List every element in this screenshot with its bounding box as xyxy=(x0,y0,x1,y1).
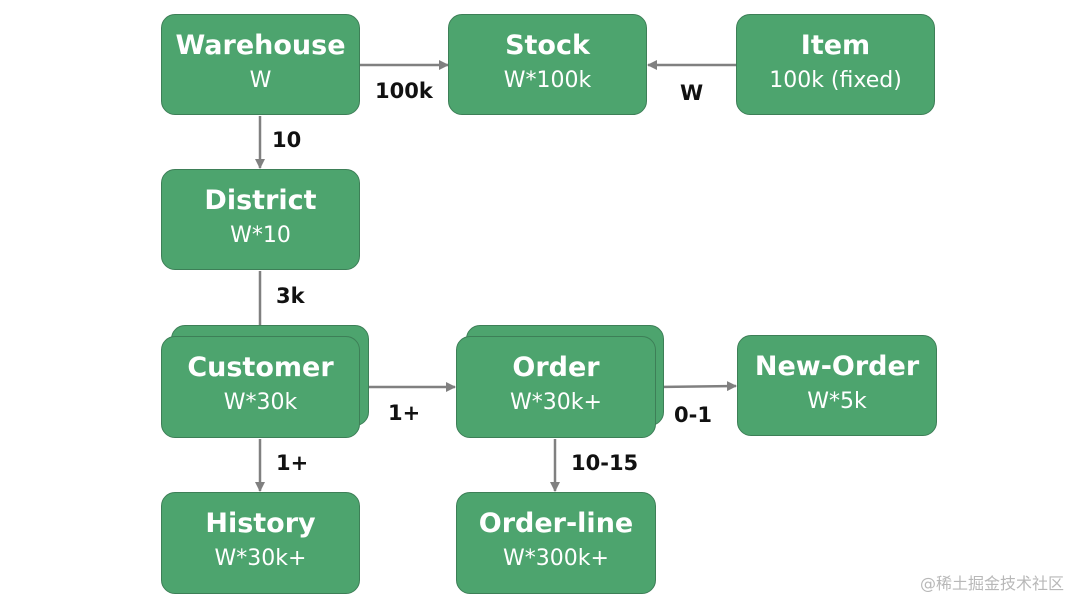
entity-name: New-Order xyxy=(754,351,920,382)
new-order-entity: New-Order W*5k xyxy=(737,335,937,436)
relation-label-district-customer: 3k xyxy=(276,284,305,308)
entity-count: 100k (fixed) xyxy=(769,68,902,93)
entity-name: Order-line xyxy=(478,508,634,539)
stock-entity: Stock W*100k xyxy=(448,14,647,115)
entity-name: Stock xyxy=(505,30,590,61)
watermark-text: @稀土掘金技术社区 xyxy=(919,574,1064,593)
entity-count: W*30k+ xyxy=(510,390,602,415)
entity-name: Warehouse xyxy=(175,30,346,61)
relation-label-order-order-line: 10-15 xyxy=(571,451,639,475)
entity-name: Customer xyxy=(187,352,334,383)
entity-name: District xyxy=(204,185,317,216)
entity-count: W*30k+ xyxy=(214,546,307,571)
relation-label-warehouse-stock: 100k xyxy=(375,79,433,103)
entity-count: W*30k xyxy=(223,390,298,415)
arrow-order-new-order xyxy=(656,381,737,392)
relation-label-item-stock: W xyxy=(680,81,704,105)
relation-label-customer-history: 1+ xyxy=(276,451,309,475)
entity-name: History xyxy=(205,508,316,539)
relation-label-warehouse-district: 10 xyxy=(272,128,302,152)
relation-label-order-new-order: 0-1 xyxy=(674,403,712,427)
entity-count: W*100k xyxy=(503,68,592,93)
relation-label-customer-order: 1+ xyxy=(388,401,421,425)
entity-count: W*5k xyxy=(807,389,867,414)
district-entity: District W*10 xyxy=(161,169,360,270)
order-line-entity: Order-line W*300k+ xyxy=(456,492,656,594)
order-entity: Order W*30k+ xyxy=(456,336,656,438)
entity-name: Item xyxy=(800,30,871,61)
entity-count: W*10 xyxy=(230,223,291,248)
entity-name: Order xyxy=(512,352,600,383)
customer-entity: Customer W*30k xyxy=(161,336,360,438)
entity-count: W*300k+ xyxy=(503,546,609,571)
entity-count: W xyxy=(249,68,272,93)
warehouse-entity: Warehouse W xyxy=(161,14,360,115)
item-entity: Item 100k (fixed) xyxy=(736,14,935,115)
history-entity: History W*30k+ xyxy=(161,492,360,594)
